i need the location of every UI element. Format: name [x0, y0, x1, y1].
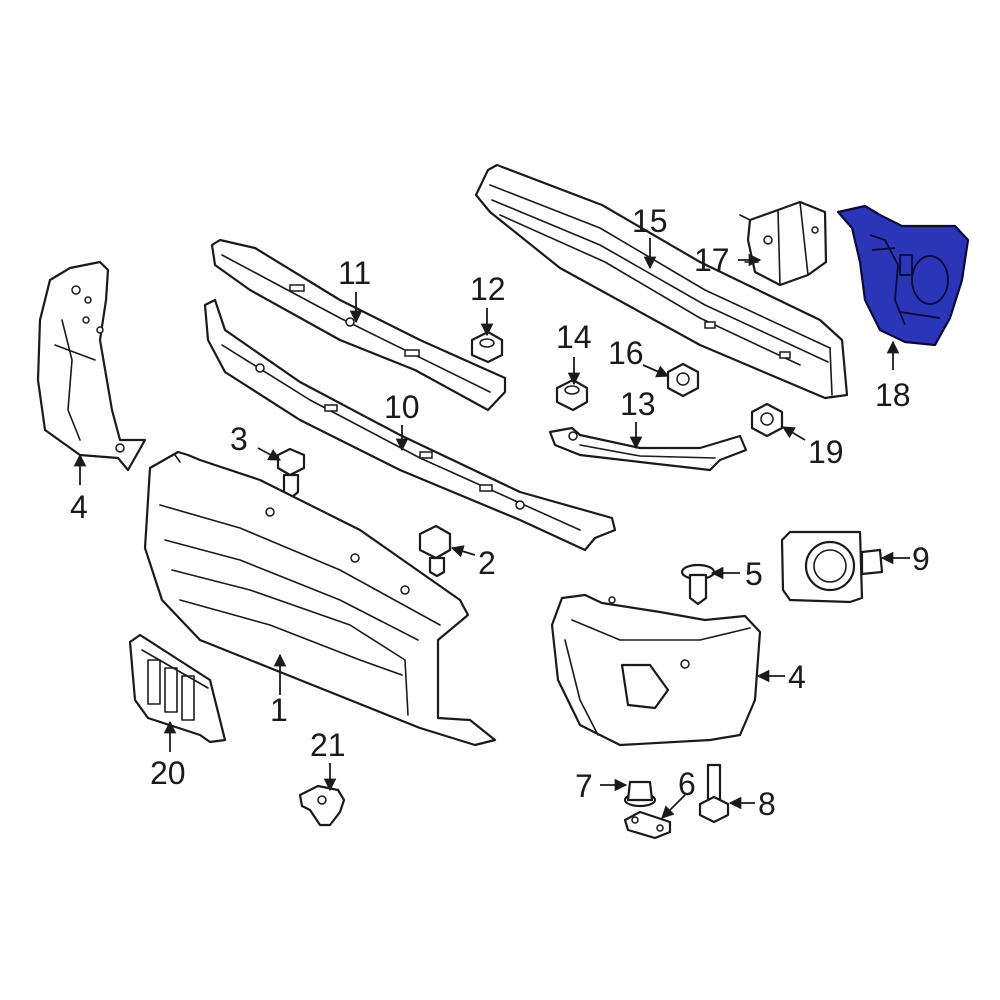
- callout-21: 21: [310, 727, 346, 763]
- part-19-nut[interactable]: [750, 402, 784, 438]
- part-5-clip[interactable]: [680, 563, 716, 606]
- callout-11: 11: [338, 255, 371, 291]
- part-12-nut[interactable]: [470, 330, 504, 364]
- callout-14: 14: [556, 319, 592, 355]
- part-17-bracket[interactable]: [739, 200, 828, 287]
- part-9-fog-lamp-bezel[interactable]: [780, 530, 884, 604]
- callout-3: 3: [230, 421, 248, 457]
- callout-17: 17: [694, 242, 730, 278]
- leader-lines: [73, 238, 910, 819]
- callout-7: 7: [575, 768, 593, 804]
- callout-20: 20: [150, 755, 186, 791]
- part-20-license-bracket[interactable]: [128, 633, 227, 744]
- callout-labels: 1 2 3 4 4 5 6 7 8 9 10 11 12 13 14 15 16…: [70, 203, 930, 822]
- part-1-bumper-cover[interactable]: [143, 450, 497, 747]
- callout-5: 5: [745, 556, 763, 592]
- callout-12: 12: [470, 271, 506, 307]
- callout-1: 1: [270, 692, 288, 728]
- part-13-bracket-bar[interactable]: [548, 426, 748, 472]
- part-16-nut[interactable]: [666, 362, 700, 398]
- callout-9: 9: [912, 541, 930, 577]
- part-18-side-bracket-highlighted[interactable]: [836, 204, 970, 347]
- part-8-bolt[interactable]: [698, 763, 730, 824]
- part-2-bolt[interactable]: [418, 524, 452, 578]
- callout-18: 18: [875, 377, 911, 413]
- callout-10: 10: [384, 389, 420, 425]
- part-7-clip[interactable]: [623, 780, 657, 808]
- part-21-bracket[interactable]: [298, 784, 346, 827]
- callout-19: 19: [808, 434, 844, 470]
- callout-4-right: 4: [788, 659, 806, 695]
- callout-6: 6: [678, 766, 696, 802]
- callout-8: 8: [758, 786, 776, 822]
- callout-15: 15: [632, 203, 668, 239]
- callout-2: 2: [478, 545, 496, 581]
- part-6-washer[interactable]: [623, 810, 672, 840]
- part-14-nut[interactable]: [555, 378, 589, 412]
- callout-13: 13: [620, 386, 656, 422]
- callout-4-left: 4: [70, 489, 88, 525]
- part-4-left-side-cover[interactable]: [36, 260, 147, 472]
- part-10-lower-retainer[interactable]: [203, 298, 617, 552]
- part-3-bolt[interactable]: [276, 447, 306, 500]
- callout-16: 16: [608, 335, 644, 371]
- part-4-right-end-cap[interactable]: [550, 593, 762, 747]
- part-11-upper-retainer[interactable]: [210, 238, 507, 412]
